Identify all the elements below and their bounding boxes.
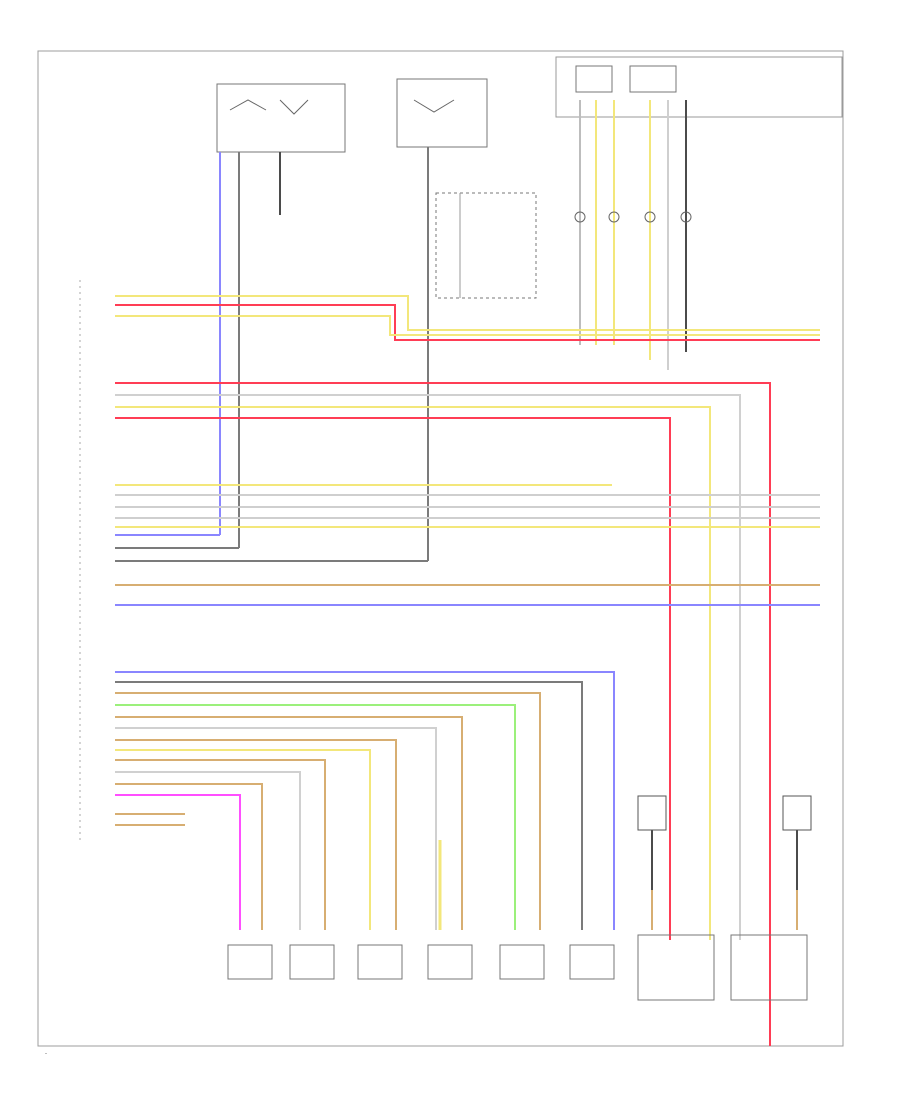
ground-drops <box>651 830 798 930</box>
diagram-frame <box>37 50 844 1047</box>
module-boxes <box>637 934 808 1001</box>
top-feeds <box>219 147 461 561</box>
top-fuse-boxes <box>216 56 843 299</box>
sensor-blocks <box>227 944 615 980</box>
ground-symbols <box>637 795 812 831</box>
lower-wires <box>115 671 615 930</box>
connector-circles <box>574 211 692 223</box>
horizontal-wires <box>115 295 820 1046</box>
relay-symbols <box>229 99 455 115</box>
page-code: - <box>45 1051 47 1057</box>
